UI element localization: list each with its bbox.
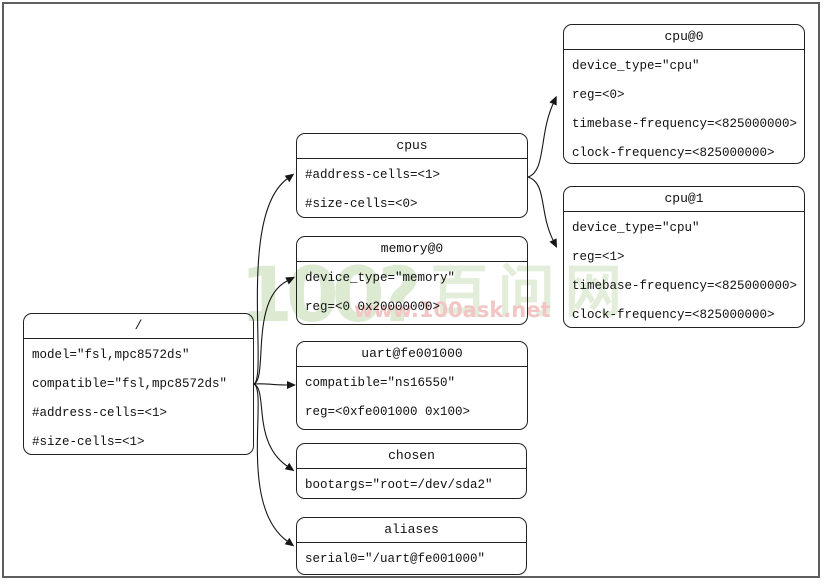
node-cpus: cpus #address-cells=<1> #size-cells=<0>	[296, 133, 528, 218]
node-cpus-prop-address-cells: #address-cells=<1>	[305, 168, 441, 182]
node-aliases-title: aliases	[297, 518, 526, 543]
edge-cpus-cpu0	[527, 95, 557, 178]
node-memory: memory@0 device_type="memory" reg=<0 0x2…	[296, 236, 528, 325]
node-cpu0-prop-clock: clock-frequency=<825000000>	[572, 146, 775, 160]
node-chosen: chosen bootargs="root=/dev/sda2"	[296, 443, 527, 499]
edge-root-uart	[253, 381, 296, 389]
node-cpu0-prop-reg: reg=<0>	[572, 88, 625, 102]
node-root-prop-size-cells: #size-cells=<1>	[32, 435, 145, 449]
node-memory-prop-device-type: device_type="memory"	[305, 271, 456, 285]
node-aliases: aliases serial0="/uart@fe001000"	[296, 517, 527, 575]
node-uart: uart@fe001000 compatible="ns16550" reg=<…	[296, 341, 528, 430]
node-cpu1-prop-clock: clock-frequency=<825000000>	[572, 308, 775, 322]
node-cpu1-prop-reg: reg=<1>	[572, 250, 625, 264]
node-cpu0-title: cpu@0	[564, 25, 804, 50]
node-memory-prop-reg: reg=<0 0x20000000>	[305, 300, 441, 314]
node-root-prop-model: model="fsl,mpc8572ds"	[32, 348, 190, 362]
node-cpu0: cpu@0 device_type="cpu" reg=<0> timebase…	[563, 24, 805, 164]
node-chosen-prop-bootargs: bootargs="root=/dev/sda2"	[305, 478, 493, 492]
node-cpu1: cpu@1 device_type="cpu" reg=<1> timebase…	[563, 186, 805, 328]
edge-root-memory	[253, 276, 295, 385]
node-uart-prop-reg: reg=<0xfe001000 0x100>	[305, 405, 471, 419]
node-cpu1-title: cpu@1	[564, 187, 804, 212]
watermark-100ask: 100?百问网 www.100ask.net	[240, 246, 632, 337]
node-root-title: /	[24, 314, 253, 339]
edge-cpus-cpu1	[527, 176, 558, 249]
node-cpu0-prop-timebase: timebase-frequency=<825000000>	[572, 117, 798, 131]
node-chosen-title: chosen	[297, 444, 526, 469]
node-cpu1-prop-device-type: device_type="cpu"	[572, 221, 700, 235]
edge-root-chosen	[253, 383, 295, 472]
node-cpus-prop-size-cells: #size-cells=<0>	[305, 197, 418, 211]
node-memory-title: memory@0	[297, 237, 527, 262]
watermark-url: www.100ask.net	[354, 298, 551, 322]
node-root: / model="fsl,mpc8572ds" compatible="fsl,…	[23, 313, 254, 455]
node-cpu0-prop-device-type: device_type="cpu"	[572, 59, 700, 73]
node-root-prop-compatible: compatible="fsl,mpc8572ds"	[32, 377, 228, 391]
node-aliases-prop-serial0: serial0="/uart@fe001000"	[305, 552, 486, 566]
node-uart-title: uart@fe001000	[297, 342, 527, 367]
node-cpu1-prop-timebase: timebase-frequency=<825000000>	[572, 279, 798, 293]
edge-root-aliases	[253, 383, 295, 547]
edge-root-cpus	[253, 173, 295, 385]
node-cpus-title: cpus	[297, 134, 527, 159]
watermark-logo: 100?	[240, 250, 422, 339]
node-root-prop-address-cells: #address-cells=<1>	[32, 406, 168, 420]
watermark-cn-text: 百问网	[430, 259, 632, 325]
node-uart-prop-compatible: compatible="ns16550"	[305, 376, 456, 390]
